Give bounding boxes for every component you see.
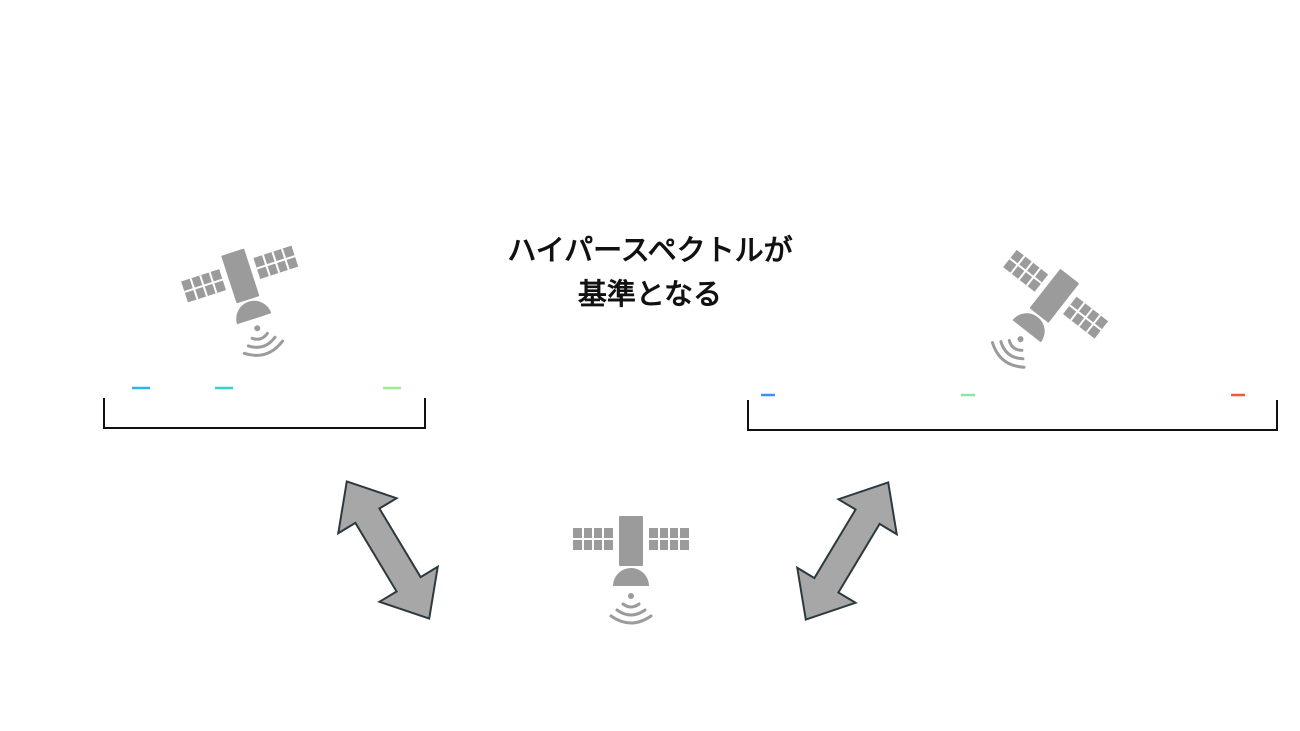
double-arrow-icon-left (316, 462, 460, 638)
satellite-icon-center (571, 514, 691, 625)
satellite-icon-right (956, 238, 1117, 398)
double-arrow-icon-right (775, 463, 919, 639)
title-line-1: ハイパースペクトルが (507, 233, 793, 267)
title-line-2: 基準となる (577, 277, 723, 311)
bracket-right (747, 400, 1278, 431)
satellite-icon-left (175, 232, 323, 374)
bracket-left (103, 398, 426, 429)
diagram-title: ハイパースペクトルが 基準となる (440, 228, 860, 316)
